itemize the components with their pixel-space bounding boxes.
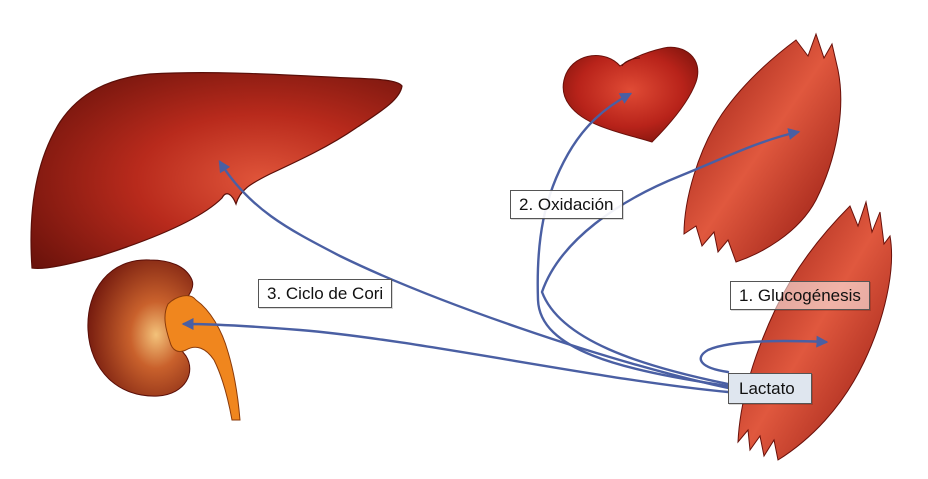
liver — [31, 73, 402, 269]
label-glucogenesis: 1. Glucogénesis — [730, 281, 870, 310]
label-cori-cycle: 3. Ciclo de Cori — [258, 279, 392, 308]
arrow-lactate-to-kidney — [184, 324, 728, 392]
label-lactate: Lactato — [728, 373, 812, 404]
skeletal-muscle-upper — [684, 34, 841, 262]
kidney — [88, 260, 240, 420]
label-oxidation: 2. Oxidación — [510, 190, 623, 219]
arrow-lactate-to-heart — [538, 94, 728, 386]
